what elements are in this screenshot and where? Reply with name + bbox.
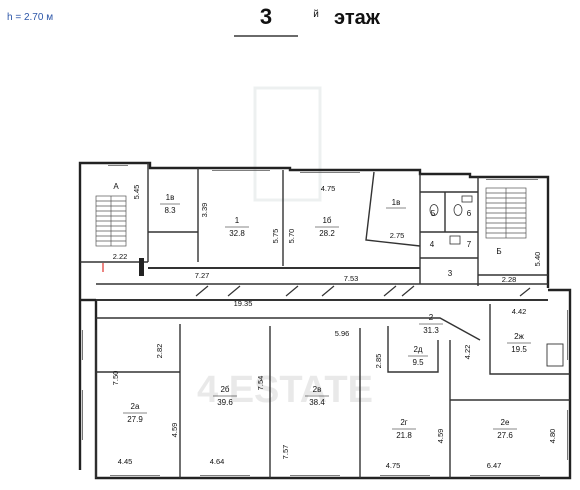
dimension-label: 4.42 bbox=[512, 307, 527, 316]
room-number: 1в bbox=[392, 198, 401, 207]
dimension-label: 7.27 bbox=[195, 271, 210, 280]
floor-number: 3 bbox=[260, 4, 272, 29]
dimension-label: 19.35 bbox=[234, 299, 253, 308]
dimension-label: 4.64 bbox=[210, 457, 225, 466]
room-number: 1 bbox=[235, 216, 240, 225]
room-number: 2 bbox=[429, 313, 434, 322]
inner-walls bbox=[80, 163, 570, 478]
dimension-label: 4.75 bbox=[386, 461, 401, 470]
dimension-labels: 5.45 3.39 5.75 5.70 4.75 2.75 5.40 2.22 … bbox=[111, 184, 557, 470]
dimension-label: 7.54 bbox=[256, 376, 265, 391]
dimension-label: 4.59 bbox=[436, 429, 445, 444]
room-number: 3 bbox=[448, 269, 453, 278]
watermark: 4 ESTATE bbox=[197, 86, 373, 411]
floor-suffix: й bbox=[313, 9, 319, 20]
dimension-label: 3.39 bbox=[200, 203, 209, 218]
dimension-label: 4.80 bbox=[548, 429, 557, 444]
dimension-label: 4.22 bbox=[463, 345, 472, 360]
floor-word: этаж bbox=[334, 7, 381, 29]
toilet-fixtures bbox=[429, 195, 473, 245]
room-number: 2г bbox=[400, 418, 407, 427]
room-number: 4 bbox=[430, 240, 435, 249]
dimension-label: 2.22 bbox=[113, 252, 128, 261]
room-number: 1б bbox=[322, 216, 331, 225]
dimension-label: 5.45 bbox=[132, 185, 141, 200]
room-area: 39.6 bbox=[217, 398, 233, 407]
fireplace bbox=[546, 343, 564, 367]
dimension-label: 7.50 bbox=[111, 371, 120, 386]
room-area: 27.6 bbox=[497, 431, 513, 440]
dimension-label: 5.70 bbox=[287, 229, 296, 244]
room-number: А bbox=[113, 182, 119, 191]
room-number: 2ж bbox=[514, 332, 524, 341]
dimension-label: 2.85 bbox=[374, 354, 383, 369]
dimension-label: 7.53 bbox=[344, 274, 359, 283]
room-area: 8.3 bbox=[164, 206, 176, 215]
room-area: 31.3 bbox=[423, 326, 439, 335]
dimension-label: 2.82 bbox=[155, 344, 164, 359]
dimension-label: 4.75 bbox=[321, 184, 336, 193]
door-marks bbox=[195, 285, 531, 297]
column-block bbox=[139, 258, 144, 276]
room-number: 2д bbox=[413, 345, 422, 354]
windows bbox=[82, 165, 568, 476]
room-area: 27.9 bbox=[127, 415, 143, 424]
room-number: 2б bbox=[220, 385, 229, 394]
dimension-label: 4.45 bbox=[118, 457, 133, 466]
room-number: 2а bbox=[131, 402, 140, 411]
room-area: 21.8 bbox=[396, 431, 412, 440]
room-area: 32.8 bbox=[229, 229, 245, 238]
staircase-a bbox=[95, 195, 127, 247]
room-area: 9.5 bbox=[412, 358, 424, 367]
staircase-b bbox=[485, 187, 527, 239]
room-number: 2в bbox=[313, 385, 322, 394]
watermark-text: 4 ESTATE bbox=[197, 369, 373, 411]
room-number: 5 bbox=[431, 209, 436, 218]
room-area: 19.5 bbox=[511, 345, 527, 354]
dimension-label: 5.75 bbox=[271, 229, 280, 244]
ceiling-height-note: h = 2.70 м bbox=[7, 12, 53, 23]
room-number: Б bbox=[496, 247, 501, 256]
dimension-label: 5.40 bbox=[533, 252, 542, 267]
dimension-label: 2.75 bbox=[390, 231, 405, 240]
room-number: 6 bbox=[467, 209, 472, 218]
room-number: 1в bbox=[166, 193, 175, 202]
dimension-label: 2.28 bbox=[502, 275, 517, 284]
room-area: 28.2 bbox=[319, 229, 335, 238]
room-number: 7 bbox=[467, 240, 472, 249]
dimension-label: 5.96 bbox=[335, 329, 350, 338]
dimension-label: 6.47 bbox=[487, 461, 502, 470]
room-number: 2е bbox=[501, 418, 510, 427]
room-area: 38.4 bbox=[309, 398, 325, 407]
room-labels: А 1в 8.3 1 32.8 1б 28.2 1в 5 6 4 7 3 Б 2… bbox=[113, 182, 531, 440]
dimension-label: 7.57 bbox=[281, 445, 290, 460]
dimension-label: 4.59 bbox=[170, 423, 179, 438]
